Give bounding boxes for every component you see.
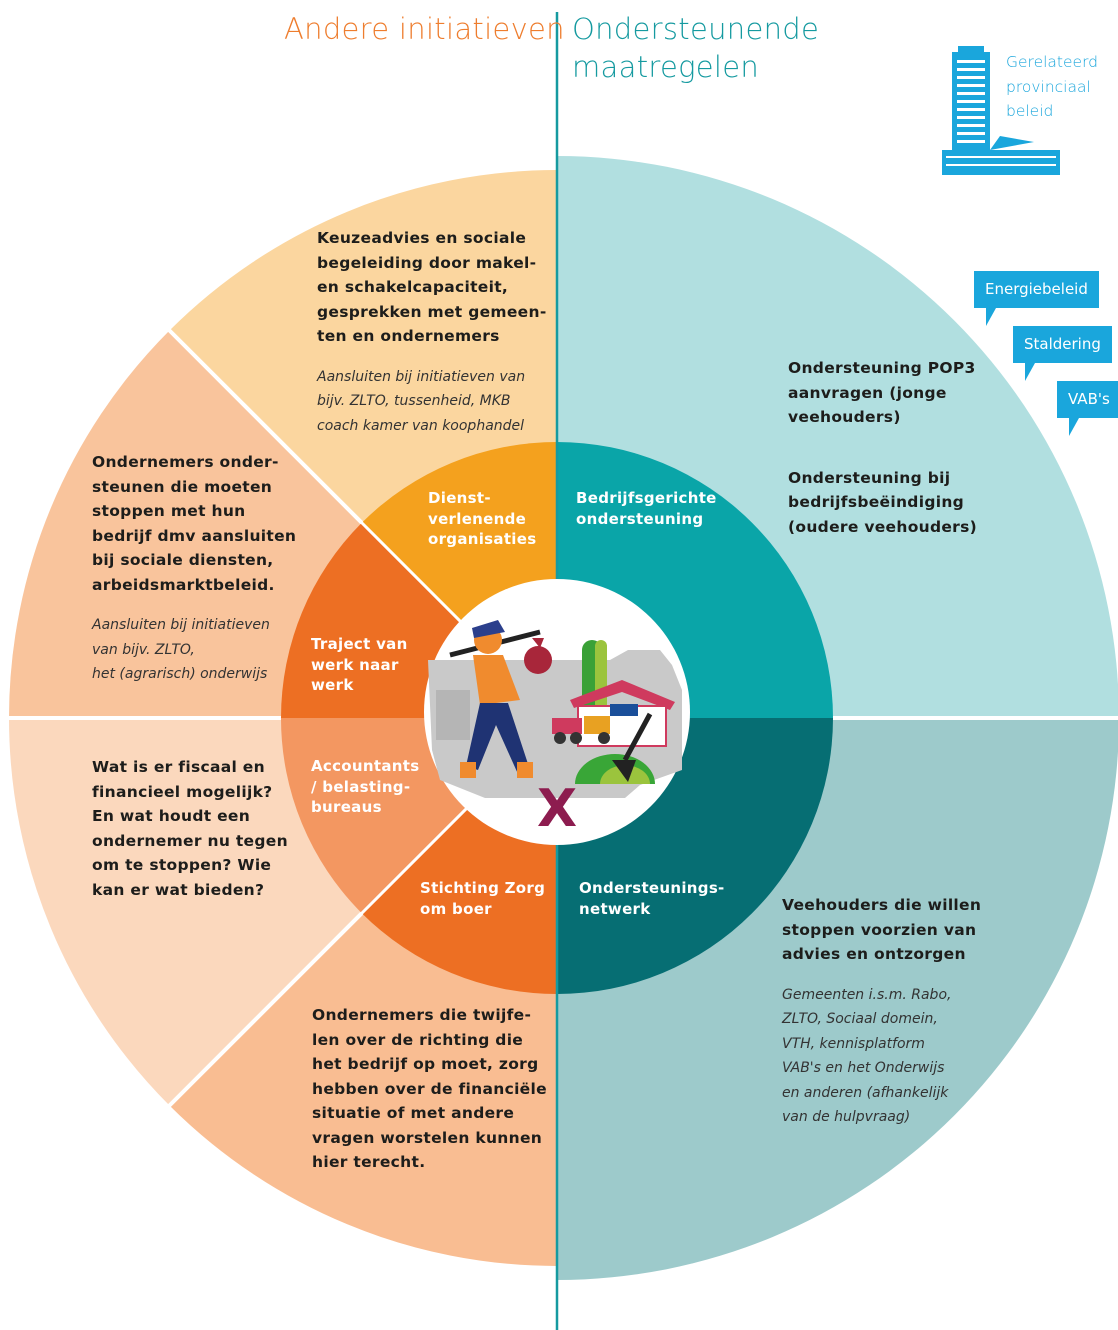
text-line: Ondersteuning POP3 (788, 359, 976, 377)
text-line: en anderen (afhankelijk (782, 1084, 949, 1101)
text-line: bedrijfsbeëindiging (788, 493, 965, 511)
text-line: stoppen voorzien van (782, 920, 977, 939)
text-line: het bedrijf op moet, zorg (312, 1055, 539, 1073)
text-top-right: Ondersteuning POP3 aanvragen (jonge veehou… (788, 356, 1008, 539)
text-line: advies en ontzorgen (782, 945, 966, 963)
text-line: Stichting Zorg (420, 879, 546, 897)
bold-text: Keuzeadvies en sociale begeleiding door m… (317, 226, 552, 349)
text-line: financieel mogelijk? (92, 782, 273, 801)
text-line: Wat is er fiscaal en (92, 758, 265, 776)
text-line: begeleiding door makel- (317, 253, 537, 272)
inner-label-zorg: Stichting Zorg om boer (420, 878, 545, 919)
text-line: stoppen met hun (92, 502, 246, 520)
text-line: gesprekken met gemeen- (317, 302, 547, 321)
text-line: vragen worstelen kunnen (312, 1128, 543, 1147)
text-line: bedrijf dmv aansluiten (92, 526, 297, 545)
inner-label-bedrijf: Bedrijfsgerichte ondersteuning (576, 488, 717, 529)
center-mark: X (537, 779, 577, 839)
provincial-line1: Gerelateerd (1006, 53, 1099, 71)
text-line: VAB's en het Onderwijs (782, 1060, 945, 1076)
farmer-and-farm-illustration-icon (428, 620, 682, 798)
text-line: en schakelcapaciteit, (317, 278, 509, 296)
bold-text: Ondernemers onder-steunen die moeten stop… (92, 450, 332, 597)
italic-text: Aansluiten bij initiatieven van bijv. ZLT… (317, 365, 552, 439)
text-line: En wat houdt een (92, 807, 251, 825)
bold-text: Ondernemers die twijfe-len over de richt… (312, 1003, 552, 1175)
provincial-line2: provinciaal (1006, 77, 1091, 96)
italic-text: Gemeenten i.s.m. Rabo, ZLTO, Sociaal dome… (782, 983, 1022, 1130)
text-line: van de hulpvraag) (782, 1109, 911, 1125)
text-line: Ondernemers die twijfe- (312, 1006, 532, 1024)
text-line: Ondernemers onder- (92, 453, 279, 471)
text-line: Veehouders die willen (782, 896, 982, 914)
text-bottom-left: Ondernemers die twijfe-len over de richt… (312, 1003, 552, 1175)
text-line: het (agrarisch) onderwijs (92, 666, 268, 682)
text-line: Keuzeadvies en sociale (317, 229, 527, 247)
text-line: Gemeenten i.s.m. Rabo, (782, 986, 952, 1003)
text-line: coach kamer van koophandel (317, 417, 525, 434)
text-line: Traject van (311, 635, 408, 653)
text-line: Aansluiten bij initiatieven van (317, 368, 526, 385)
italic-text: Aansluiten bij initiatieven van bijv. ZLT… (92, 613, 332, 687)
provincial-label: Gerelateerd provinciaal beleid (1006, 50, 1098, 124)
text-line: om te stoppen? Wie (92, 856, 272, 874)
text-line: Ondersteunings- (579, 879, 725, 897)
text-line: VTH, kennisplatform (782, 1035, 925, 1052)
text-line: veehouders) (788, 408, 901, 426)
text-line: ZLTO, Sociaal domein, (782, 1011, 938, 1027)
text-line: kan er wat bieden? (92, 880, 265, 899)
inner-label-dienst: Dienst-verlenende organisaties (428, 488, 536, 550)
provincial-line3: beleid (1006, 102, 1054, 120)
text-line: om boer (420, 899, 492, 918)
header-left: Andere initiatieven (284, 12, 565, 46)
tag-vabs: VAB's (1057, 381, 1118, 436)
text-line: ten en ondernemers (317, 327, 500, 345)
text-line: bijv. ZLTO, tussenheid, MKB (317, 393, 511, 409)
text-line: Ondersteuning bij (788, 468, 951, 487)
text-line: (oudere veehouders) (788, 517, 978, 536)
text-line: werk naar (311, 655, 399, 674)
text-line: van bijv. ZLTO, (92, 641, 195, 658)
text-line: arbeidsmarktbeleid. (92, 575, 275, 594)
text-line: ondersteuning (576, 509, 704, 528)
inner-label-accountants: Accountants / belasting-bureaus (311, 756, 419, 818)
text-line: bureaus (311, 798, 382, 816)
text-line: verlenende (428, 509, 527, 528)
text-line: organisaties (428, 530, 537, 548)
tag-staldering: Staldering (1013, 326, 1112, 381)
text-top-left: Keuzeadvies en sociale begeleiding door m… (317, 226, 552, 438)
tag-energiebeleid: Energiebeleid (974, 271, 1099, 326)
text-bottom-right: Veehouders die willen stoppen voorzien va… (782, 893, 1022, 1130)
text-line: / belasting- (311, 777, 411, 796)
bold-text-1: Ondersteuning POP3 aanvragen (jonge veehou… (788, 356, 1008, 430)
text-line: Dienst- (428, 489, 491, 507)
bold-text: Veehouders die willen stoppen voorzien va… (782, 893, 1022, 967)
bold-text: Wat is er fiscaal en financieel mogelijk?… (92, 755, 332, 902)
text-line: hebben over de financiële (312, 1079, 547, 1098)
text-line: netwerk (579, 899, 651, 918)
text-line: aanvragen (jonge (788, 383, 947, 402)
text-line: werk (311, 676, 354, 694)
inner-label-netwerk: Ondersteunings-netwerk (579, 878, 725, 919)
text-line: Accountants (311, 757, 420, 775)
text-left-lower: Wat is er fiscaal en financieel mogelijk?… (92, 755, 332, 902)
text-line: hier terecht. (312, 1153, 426, 1171)
text-left-upper: Ondernemers onder-steunen die moeten stop… (92, 450, 332, 687)
text-line: ondernemer nu tegen (92, 831, 288, 850)
header-right-line1: Ondersteunende (572, 12, 820, 46)
header-right-line2: maatregelen (572, 50, 760, 84)
header-right: Ondersteunende maatregelen (572, 10, 819, 86)
text-line: situatie of met andere (312, 1104, 515, 1122)
inner-label-traject: Traject van werk naar werk (311, 634, 408, 696)
text-line: Bedrijfsgerichte (576, 489, 717, 507)
text-line: len over de richting die (312, 1030, 524, 1049)
text-line: bij sociale diensten, (92, 551, 274, 569)
provincial-building-icon (942, 46, 1060, 175)
bold-text-2: Ondersteuning bij bedrijfsbeëindiging (oud… (788, 466, 1008, 540)
text-line: Aansluiten bij initiatieven (92, 617, 270, 633)
text-line: steunen die moeten (92, 477, 273, 496)
